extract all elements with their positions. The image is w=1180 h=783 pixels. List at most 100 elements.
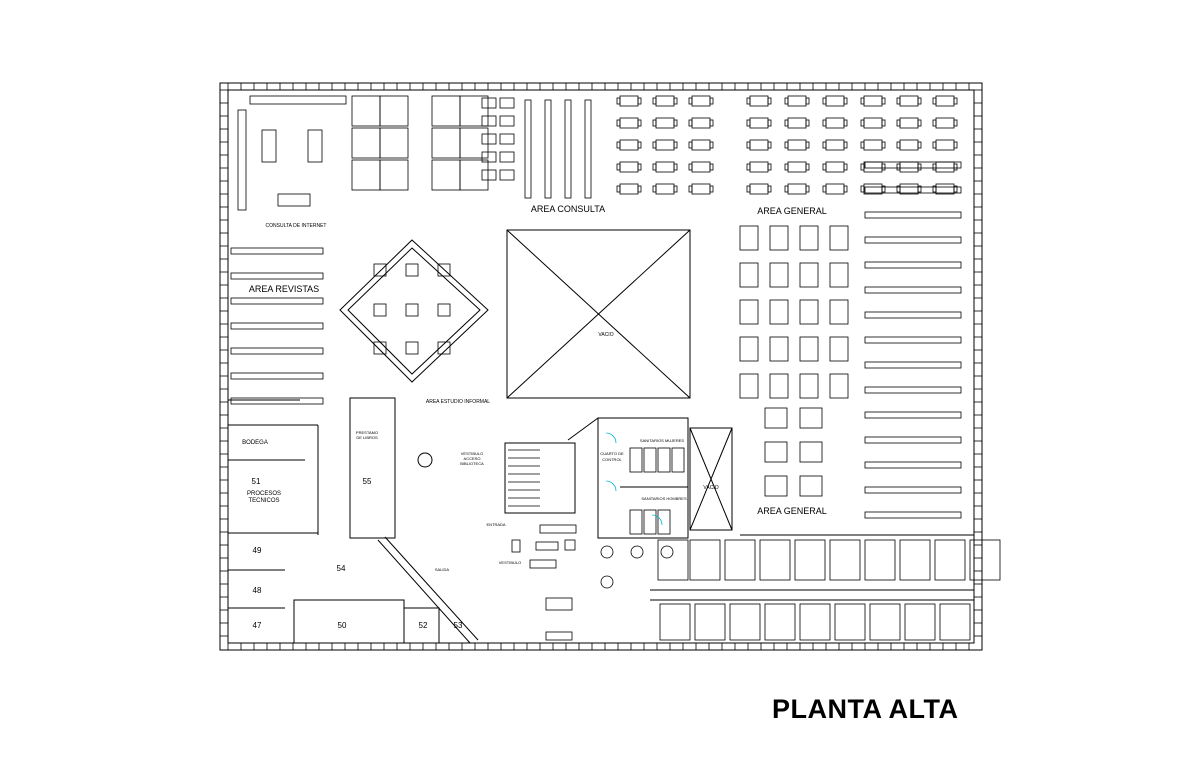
study-table — [769, 373, 789, 399]
chair — [784, 119, 789, 127]
cubicle — [431, 95, 461, 127]
chair — [843, 119, 848, 127]
cubicle — [934, 539, 966, 581]
area-estudio-informal-label: AREA ESTUDIO INFORMAL — [426, 399, 490, 405]
right-void-outline — [689, 427, 733, 531]
chair — [767, 163, 772, 171]
chair — [917, 163, 922, 171]
chair — [767, 141, 772, 149]
study-diamond-outer — [339, 239, 489, 383]
vestibulo-label-3: BIBLIOTECA — [460, 461, 484, 466]
bookshelf — [864, 461, 962, 469]
chair — [652, 163, 657, 171]
chair — [805, 141, 810, 149]
chair — [843, 185, 848, 193]
cafe-table — [600, 575, 614, 589]
chair — [805, 185, 810, 193]
chair — [953, 97, 958, 105]
study-table — [863, 95, 883, 107]
round-table — [373, 341, 387, 355]
chair — [805, 119, 810, 127]
chair — [616, 141, 621, 149]
study-table — [764, 407, 788, 429]
study-table — [619, 95, 639, 107]
round-table — [405, 341, 419, 355]
chair — [709, 185, 714, 193]
room-49-number: 49 — [253, 546, 262, 555]
cubicle — [939, 603, 971, 641]
chair — [917, 141, 922, 149]
study-table — [655, 95, 675, 107]
door-swing — [605, 480, 617, 492]
diagonal-wall-2 — [384, 536, 479, 641]
chair — [822, 185, 827, 193]
chair — [805, 97, 810, 105]
vestibulo-lower-label: VESTIBULO — [499, 560, 521, 565]
chair — [822, 163, 827, 171]
chair — [709, 97, 714, 105]
study-table — [749, 161, 769, 173]
study-table — [799, 407, 823, 429]
cubicle — [759, 539, 791, 581]
bookshelf — [864, 211, 962, 219]
study-table — [787, 95, 807, 107]
study-table — [655, 183, 675, 195]
toilet-stall — [643, 447, 657, 473]
bookshelf — [544, 99, 552, 199]
study-table — [749, 139, 769, 151]
room-51-number: 51 — [252, 477, 261, 486]
diagonal-wall-3 — [567, 417, 599, 441]
cubicle — [351, 127, 381, 159]
chair — [932, 163, 937, 171]
chair — [881, 163, 886, 171]
chair — [917, 119, 922, 127]
area-consulta-label: AREA CONSULTA — [531, 204, 605, 214]
magazine-shelf — [230, 347, 324, 355]
study-table — [825, 139, 845, 151]
chair — [784, 141, 789, 149]
sheet-title: PLANTA ALTA — [772, 694, 959, 724]
study-table — [749, 183, 769, 195]
study-table — [787, 139, 807, 151]
chair — [860, 141, 865, 149]
bookshelf — [864, 286, 962, 294]
magazine-shelf — [230, 272, 324, 280]
chair — [784, 185, 789, 193]
chair — [673, 185, 678, 193]
lobby-furniture — [545, 631, 573, 641]
chair — [688, 185, 693, 193]
room-50 — [293, 599, 405, 644]
study-table — [655, 139, 675, 151]
study-diamond-inner — [347, 247, 481, 375]
study-table — [691, 183, 711, 195]
chair — [953, 119, 958, 127]
chair — [616, 97, 621, 105]
right-void-cross-2 — [689, 427, 733, 531]
stair-outline — [504, 442, 576, 514]
door-swing — [651, 514, 663, 526]
vestibulo-label-1: VESTIBULO — [461, 451, 483, 456]
study-table — [825, 183, 845, 195]
desk — [499, 115, 515, 127]
study-table — [691, 161, 711, 173]
chair — [822, 119, 827, 127]
cubicle — [459, 127, 489, 159]
study-table — [799, 225, 819, 251]
chair — [896, 119, 901, 127]
study-table — [739, 299, 759, 325]
bookshelf — [864, 436, 962, 444]
lobby-furniture — [535, 541, 559, 551]
chair — [881, 119, 886, 127]
chair — [784, 163, 789, 171]
chair — [673, 163, 678, 171]
room-52 — [403, 607, 440, 644]
chair — [673, 141, 678, 149]
bookshelf — [864, 336, 962, 344]
chair — [709, 119, 714, 127]
study-table — [619, 139, 639, 151]
desk — [499, 151, 515, 163]
bookshelf — [524, 99, 532, 199]
toilet-stall — [671, 447, 685, 473]
bookshelf — [864, 161, 962, 169]
